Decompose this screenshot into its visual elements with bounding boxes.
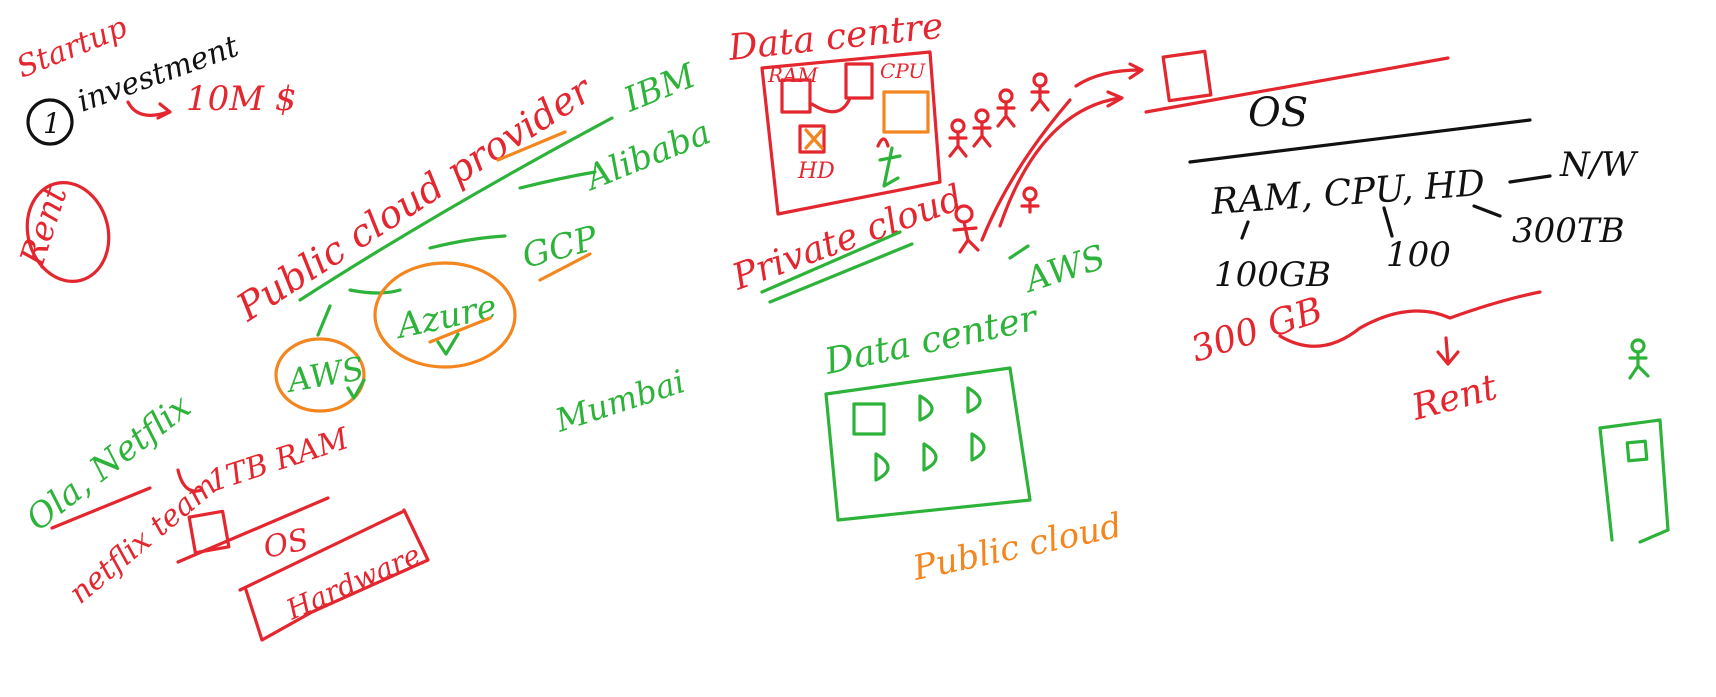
nw-label: N/W	[1559, 145, 1639, 185]
user-icon	[952, 220, 980, 254]
ibm-label: IBM	[617, 55, 702, 120]
aws-label: AWS	[282, 349, 367, 400]
cpu-tick	[1382, 206, 1394, 238]
arrow-to-box-2	[998, 96, 1122, 228]
azure-circle	[373, 261, 517, 369]
aws-right-label: AWS	[1018, 237, 1111, 301]
investment-arrowhead	[156, 102, 172, 120]
arrowhead-2	[1106, 90, 1124, 108]
os-top-red-line	[1144, 56, 1450, 114]
users-group	[948, 72, 1050, 254]
rent-left-label: Rent	[12, 181, 76, 272]
provider-underline	[496, 130, 567, 162]
private-cloud-label: Private cloud	[726, 177, 968, 298]
amount-label: 10M $	[186, 79, 297, 119]
small-box	[187, 509, 231, 555]
private-underline-1	[760, 230, 902, 294]
tb300-label: 300TB	[1512, 211, 1625, 251]
server-box	[852, 402, 886, 436]
hd-label: HD	[797, 159, 835, 184]
branch-alibaba	[518, 170, 597, 190]
os-big-label: OS	[1248, 90, 1308, 136]
user-icon	[998, 88, 1014, 104]
aws-right-tick	[1008, 244, 1030, 260]
door-icon	[1598, 418, 1670, 544]
gcp-underline	[538, 252, 592, 282]
server-d	[970, 432, 986, 462]
os-bottom-line	[238, 510, 404, 592]
rent-right-label: Rent	[1407, 367, 1502, 429]
server-d	[966, 386, 982, 414]
cpu100-label: 100	[1386, 235, 1451, 275]
os-top-line	[176, 496, 330, 564]
hd-box	[798, 124, 826, 154]
data-centre-box	[760, 50, 942, 216]
rent-brace	[1278, 290, 1542, 348]
user-icon	[1022, 186, 1038, 202]
rent-oval	[25, 181, 111, 283]
cpu-box	[844, 62, 874, 100]
ola-strike	[50, 486, 152, 530]
hardware-box	[244, 508, 430, 642]
server-d	[918, 394, 934, 422]
branch-aws	[316, 304, 332, 337]
user-icon	[974, 108, 990, 124]
tree-trunk	[298, 116, 614, 302]
ram-box	[780, 78, 812, 114]
arrow-to-box-1	[1074, 68, 1142, 88]
server-d	[874, 452, 890, 482]
rent-arrow	[1444, 336, 1450, 364]
door-window	[1625, 439, 1649, 463]
user-icon	[996, 100, 1016, 128]
user-icon	[1030, 84, 1050, 112]
gb300-label: 300 GB	[1186, 290, 1327, 371]
cpu-label: CPU	[880, 59, 926, 83]
green-figure	[878, 146, 902, 188]
orange-box	[882, 90, 930, 134]
user-icon	[950, 118, 966, 134]
private-underline-2	[768, 242, 914, 304]
arrow-user	[980, 98, 1072, 242]
branch-azure	[348, 288, 402, 295]
user-icon	[948, 130, 968, 158]
public-cloud-label: Public cloud	[909, 506, 1126, 589]
aws-circle	[274, 337, 366, 413]
hd-tick	[1472, 204, 1502, 218]
number-circle	[26, 98, 74, 146]
user-icon	[972, 120, 992, 148]
person-head	[876, 137, 890, 148]
rent-arrowhead	[1436, 350, 1460, 366]
user-icon	[1032, 72, 1048, 88]
data-center-green-box	[824, 366, 1032, 522]
azure-check	[436, 332, 460, 356]
resources-label: RAM, CPU, HD	[1209, 163, 1486, 223]
netflix-arrow	[176, 468, 204, 493]
arrowhead-1	[1128, 62, 1144, 80]
number-one: 1	[43, 107, 61, 140]
tb-ram-label: 1TB RAM	[204, 421, 355, 500]
mumbai-label: Mumbai	[550, 362, 690, 440]
nw-dash	[1508, 174, 1552, 184]
person-icon	[1630, 338, 1646, 354]
hd-cross	[804, 128, 824, 150]
person-icon	[1628, 350, 1650, 380]
server-d	[922, 442, 938, 472]
branch-gcp	[428, 234, 507, 250]
vm-box	[1161, 49, 1213, 103]
gb100-label: 100GB	[1214, 255, 1331, 295]
azure-label: Azure	[391, 287, 501, 348]
os-divider	[1188, 118, 1532, 164]
azure-underline	[428, 316, 492, 344]
aws-check	[346, 378, 366, 400]
ram-tick	[1240, 220, 1250, 240]
ram-cpu-link	[810, 96, 852, 114]
investment-arrow	[126, 100, 170, 117]
user-icon	[1020, 198, 1040, 214]
